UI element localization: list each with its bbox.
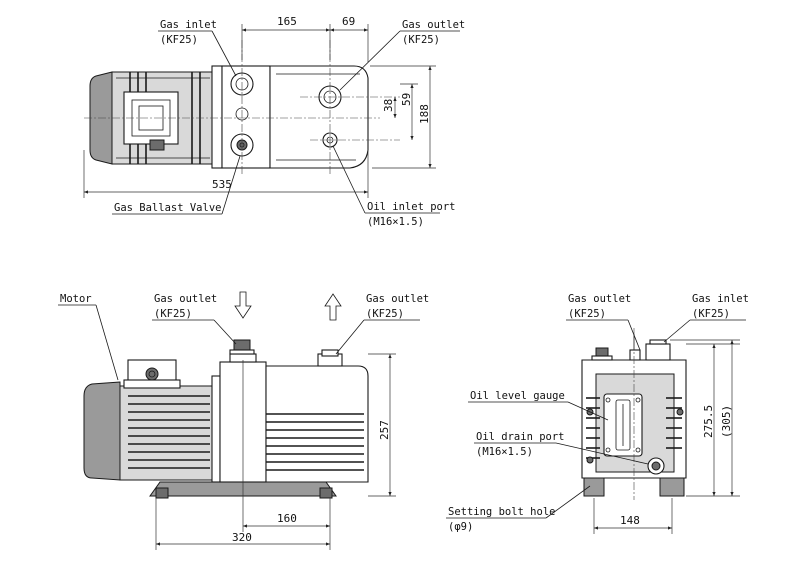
dim-320: 320 [232, 531, 252, 544]
dim-165: 165 [277, 15, 297, 28]
dim-275-5: 275.5 [702, 405, 715, 438]
dim-188: 188 [418, 104, 431, 124]
oil-casing-fins [266, 413, 364, 471]
gas-outlet-spec-side: (KF25) [568, 308, 606, 320]
gas-outlet-spec-front-2: (KF25) [366, 308, 404, 320]
dim-69: 69 [342, 15, 355, 28]
motor-fins-front [128, 395, 210, 469]
gas-outlet-spec-top: (KF25) [402, 34, 440, 46]
dim-257: 257 [378, 420, 391, 440]
dim-38: 38 [382, 99, 395, 112]
oil-level-label: Oil level gauge [470, 390, 565, 402]
side-view: 275.5 (305) 148 Gas outlet (KF25) Gas in… [446, 293, 749, 534]
gas-inlet-label-top: Gas inlet [160, 19, 217, 31]
pump-flange-top [211, 65, 223, 169]
setting-bolt-spec: (φ9) [448, 521, 473, 533]
gas-inlet-spec-top: (KF25) [160, 34, 198, 46]
motor-fan-cover-front [83, 381, 121, 481]
oil-inlet-spec: (M16×1.5) [367, 216, 424, 228]
top-view: 165 69 38 59 188 535 Gas inlet (KF25) Ga… [83, 15, 465, 228]
foot-right [659, 475, 685, 497]
gas-inlet-spec-side: (KF25) [692, 308, 730, 320]
dim-160: 160 [277, 512, 297, 525]
dim-305: (305) [720, 405, 733, 438]
gas-ballast-label: Gas Ballast Valve [114, 202, 221, 214]
gas-outlet-label-front-2: Gas outlet [366, 293, 429, 305]
gas-inlet-label-side: Gas inlet [692, 293, 749, 305]
side-fins [586, 397, 682, 459]
gas-outlet-spec-front-1: (KF25) [154, 308, 192, 320]
motor-label: Motor [60, 293, 92, 305]
gas-outlet-label-side: Gas outlet [568, 293, 631, 305]
gas-inlet-fitting-side [645, 343, 671, 361]
dim-59: 59 [400, 93, 413, 106]
gas-outlet-fitting-2 [321, 349, 339, 357]
motor-body-front [119, 385, 213, 481]
foot-left [583, 477, 605, 497]
gas-outlet-label-front-1: Gas outlet [154, 293, 217, 305]
dim-148: 148 [620, 514, 640, 527]
dim-535: 535 [212, 178, 232, 191]
gas-outlet-label-top: Gas outlet [402, 19, 465, 31]
flow-arrow-down [234, 291, 252, 319]
cable-gland [145, 367, 159, 381]
oil-inlet-label: Oil inlet port [367, 201, 456, 213]
front-view: 257 160 320 Motor Gas outlet (KF25) Gas … [58, 291, 429, 550]
setting-bolt-label: Setting bolt hole [448, 506, 555, 518]
oil-casing-top [269, 65, 369, 169]
oil-drain-spec: (M16×1.5) [476, 446, 533, 458]
oil-casing-front [265, 365, 369, 483]
oil-drain-label: Oil drain port [476, 431, 565, 443]
flow-arrow-up [324, 293, 342, 321]
